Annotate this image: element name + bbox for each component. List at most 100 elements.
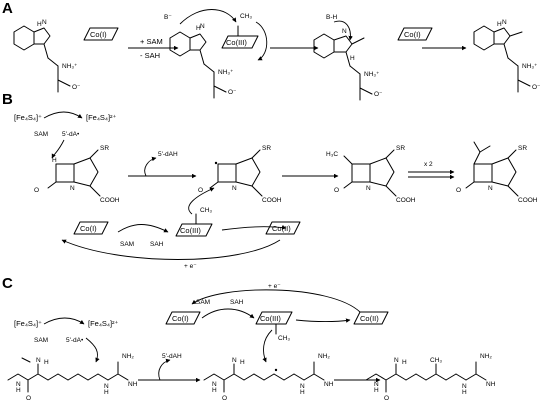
cobalamin-plane-3 bbox=[397, 27, 433, 41]
svg-text:N: N bbox=[502, 19, 507, 26]
svg-text:H: H bbox=[300, 389, 305, 396]
svg-text:O: O bbox=[456, 187, 461, 194]
n-label-b1: N bbox=[70, 185, 75, 192]
sah-label-c-top: SAH bbox=[230, 299, 244, 306]
electron-label-c: + e⁻ bbox=[268, 283, 281, 290]
svg-text:N: N bbox=[374, 381, 379, 388]
cobalt-label-b3: Co(II) bbox=[272, 224, 291, 233]
acid-label: B-H bbox=[326, 14, 338, 21]
cobalt-label-b1: Co(I) bbox=[80, 224, 97, 233]
electron-return-arrow-c bbox=[191, 289, 361, 313]
svg-text:N: N bbox=[488, 185, 493, 192]
dah-label-c: 5'-dAH bbox=[162, 353, 182, 360]
methyl-label-c: CH₃ bbox=[278, 335, 290, 342]
cobalt-label-a2: Co(III) bbox=[226, 38, 247, 47]
cobalamin-plane-c3 bbox=[353, 311, 389, 325]
svg-text:N: N bbox=[42, 19, 47, 26]
svg-text:N: N bbox=[462, 383, 467, 390]
carboxylate-label-3: O⁻ bbox=[374, 91, 383, 98]
svg-text:N: N bbox=[16, 381, 21, 388]
svg-text:H: H bbox=[462, 389, 467, 396]
svg-text:N: N bbox=[232, 357, 237, 364]
panel-c: C + e⁻ Co(I) SAM SAH Co(III) CH₃ Co(II) … bbox=[2, 275, 496, 402]
carboxylate-label-4: O⁻ bbox=[532, 84, 541, 91]
svg-text:N: N bbox=[200, 23, 205, 30]
base-label: B⁻ bbox=[164, 14, 172, 21]
cobalt-label-c2: Co(III) bbox=[260, 314, 281, 323]
carbapenam-radical bbox=[209, 149, 263, 197]
cluster-ox-label-c: [Fe₄S₄]⁺ bbox=[14, 319, 42, 328]
carbonyl-o-b1: O bbox=[34, 187, 39, 194]
svg-text:N: N bbox=[232, 185, 237, 192]
radical-label-b: 5'-dA• bbox=[62, 131, 80, 138]
svg-text:H: H bbox=[374, 387, 379, 394]
svg-text:H: H bbox=[104, 389, 109, 396]
radical-label-c: 5'-dA• bbox=[66, 337, 84, 344]
electron-label-b: + e⁻ bbox=[184, 263, 197, 270]
amine-label-1: NH₃⁺ bbox=[62, 63, 78, 70]
sr-label-b4: SR bbox=[518, 145, 527, 152]
methylarginine-product bbox=[365, 361, 487, 393]
arginine-residue-substrate bbox=[7, 357, 129, 393]
svg-text:O: O bbox=[384, 395, 389, 402]
carbapenam-substrate: H bbox=[47, 149, 101, 197]
cobalamin-plane-b1 bbox=[73, 221, 109, 235]
svg-text:H: H bbox=[402, 359, 407, 366]
cobalamin-plane-1 bbox=[83, 27, 119, 41]
carboxylate-label-1: O⁻ bbox=[72, 84, 81, 91]
carboxylate-label-2: O⁻ bbox=[228, 89, 237, 96]
sam-label-b-low: SAM bbox=[120, 241, 134, 248]
cobalt-label-c3: Co(II) bbox=[360, 314, 379, 323]
sr-label-b1: SR bbox=[100, 145, 109, 152]
cooh-label-b4: COOH bbox=[518, 197, 538, 204]
svg-text:H: H bbox=[52, 157, 57, 164]
methyltryptophan-product: H N bbox=[473, 19, 531, 93]
cooh-label-b3: COOH bbox=[396, 197, 416, 204]
svg-text:O: O bbox=[198, 187, 203, 194]
panel-c-label: C bbox=[2, 275, 13, 292]
h3c-label-b: H₃C bbox=[326, 151, 338, 158]
svg-text:NH: NH bbox=[324, 381, 334, 388]
svg-text:N: N bbox=[212, 381, 217, 388]
methyl-label-c2: CH₃ bbox=[430, 357, 442, 364]
cobalamin-plane-b3 bbox=[265, 221, 301, 235]
svg-text:O: O bbox=[26, 395, 31, 402]
methyl-label-b: CH₃ bbox=[200, 207, 212, 214]
svg-text:O: O bbox=[222, 395, 227, 402]
arrow-top-label-a: + SAM bbox=[140, 37, 163, 46]
svg-text:H: H bbox=[212, 387, 217, 394]
cooh-label-b2: COOH bbox=[262, 197, 282, 204]
amine-label-4: NH₃⁺ bbox=[522, 63, 538, 70]
times2-label-b: x 2 bbox=[424, 161, 433, 168]
methyl-label-a: CH₃ bbox=[240, 13, 252, 20]
nh2-label-c2: NH₂ bbox=[318, 353, 330, 360]
panel-b: B [Fe₄S₄]⁺ [Fe₄S₄]²⁺ SAM 5'-dA• H O N SR… bbox=[2, 91, 538, 270]
svg-text:N: N bbox=[394, 357, 399, 364]
cobalamin-plane-2 bbox=[221, 35, 259, 49]
nh2-label-c1: NH₂ bbox=[122, 353, 134, 360]
cluster-arrow-c bbox=[43, 317, 85, 325]
svg-text:H: H bbox=[196, 25, 201, 32]
arginine-radical bbox=[203, 361, 325, 393]
nh2-label-c3: NH₂ bbox=[480, 353, 492, 360]
arrow-bottom-label-a: - SAH bbox=[140, 51, 160, 60]
sr-label-b2: SR bbox=[262, 145, 271, 152]
isopropyl-carbapenam bbox=[465, 141, 519, 197]
sam-label-c: SAM bbox=[34, 337, 48, 344]
svg-text:N: N bbox=[36, 357, 41, 364]
svg-text:O: O bbox=[334, 187, 339, 194]
svg-text:N: N bbox=[366, 185, 371, 192]
svg-text:NH: NH bbox=[486, 381, 496, 388]
tryptophan-structure: H N bbox=[13, 19, 71, 93]
electron-return-arrow-b bbox=[61, 239, 281, 260]
svg-text:N: N bbox=[300, 383, 305, 390]
svg-text:H: H bbox=[37, 21, 42, 28]
amine-label-3: NH₃⁺ bbox=[364, 71, 380, 78]
amine-label-2: NH₃⁺ bbox=[218, 69, 234, 76]
cobalt-label-c1: Co(I) bbox=[172, 314, 189, 323]
cobalamin-plane-c1 bbox=[165, 311, 201, 325]
cobalt-label-a3: Co(I) bbox=[404, 30, 421, 39]
cluster-arrow-b bbox=[43, 111, 83, 119]
svg-text:N: N bbox=[342, 28, 347, 35]
